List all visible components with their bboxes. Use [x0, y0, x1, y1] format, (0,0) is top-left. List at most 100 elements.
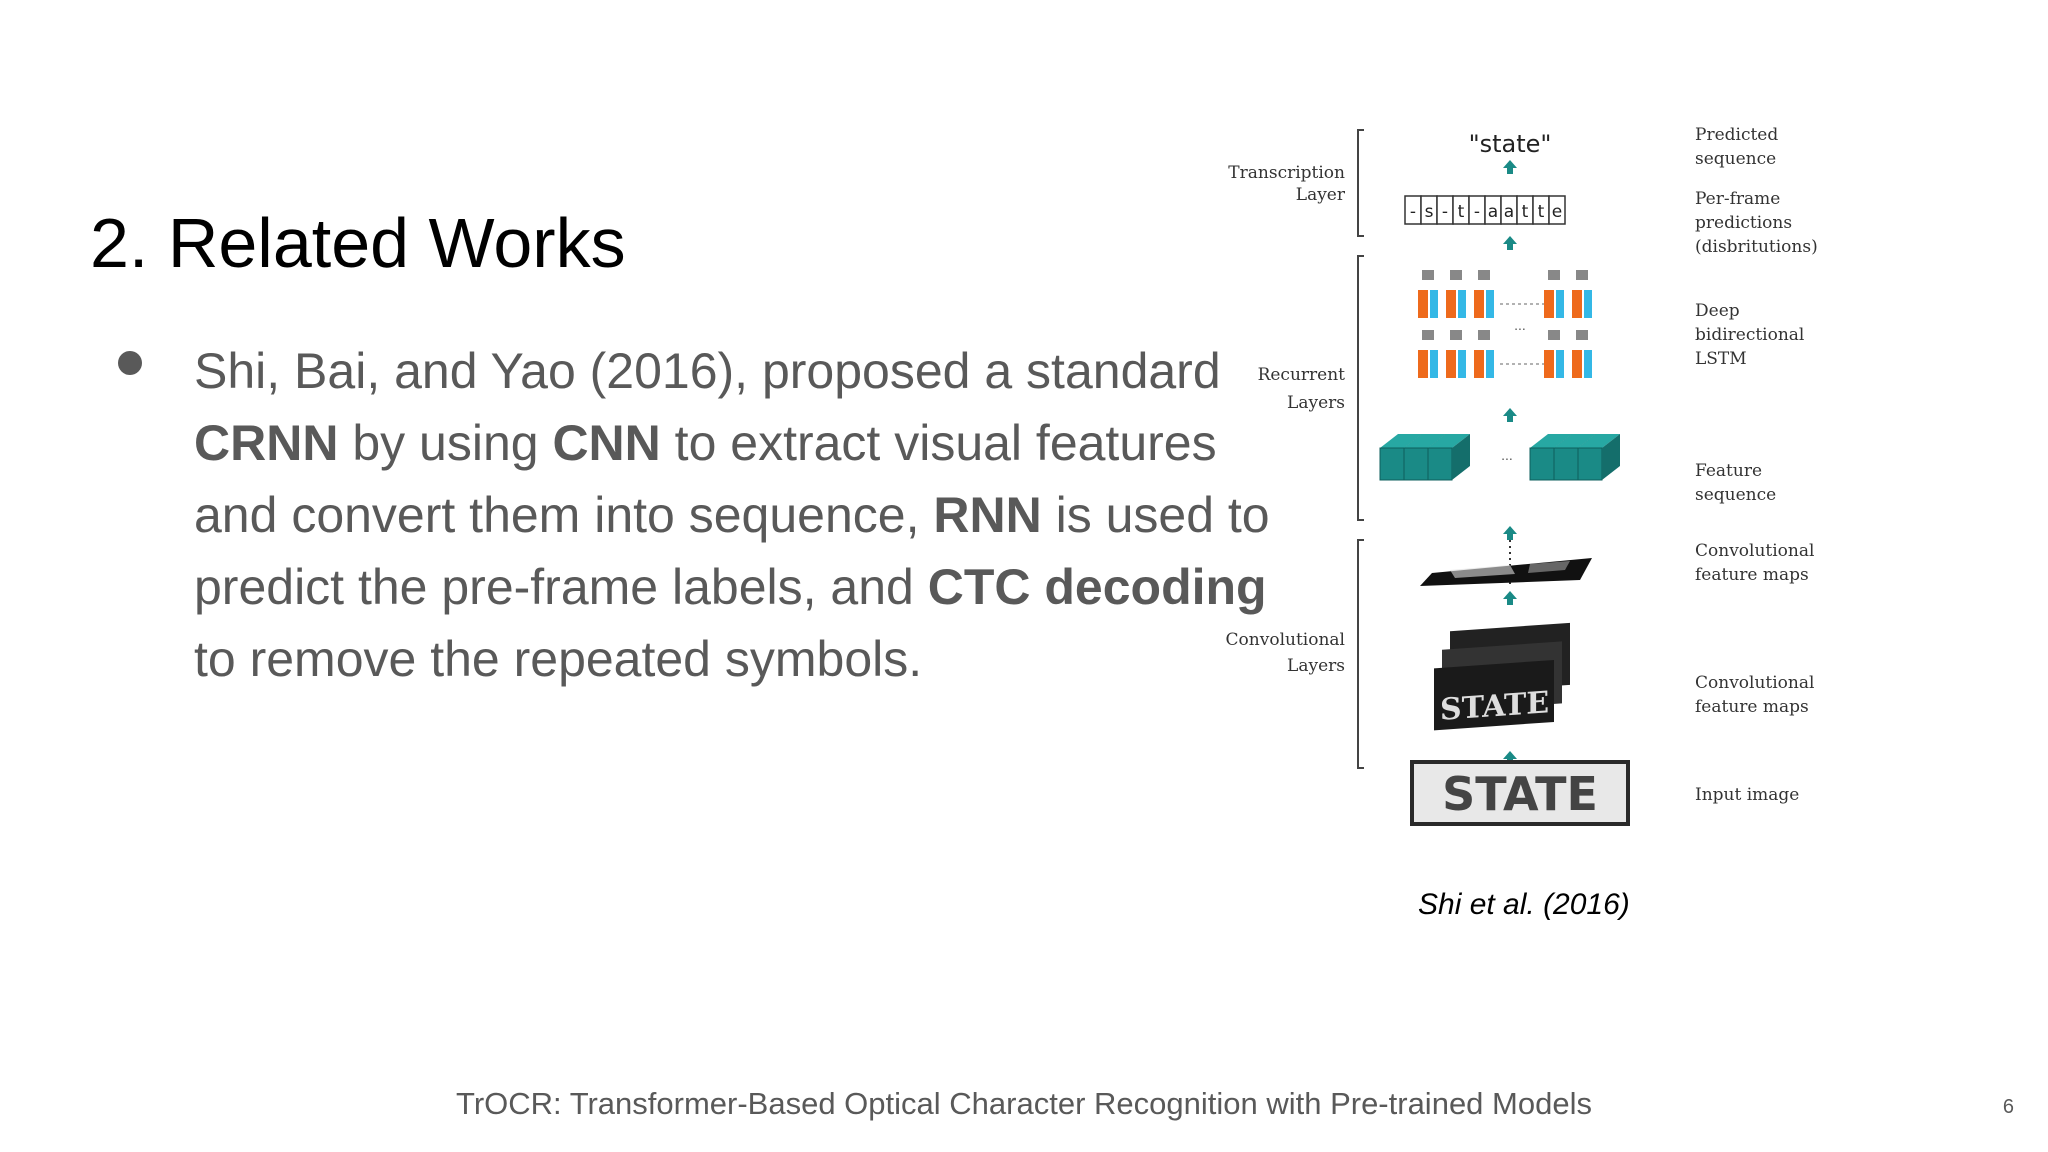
per-frame-char: a — [1488, 202, 1498, 222]
lstm-backward-cell — [1556, 290, 1564, 318]
lstm-output-square — [1548, 270, 1560, 280]
feature-block-top — [1530, 434, 1572, 448]
per-frame-char: t — [1538, 202, 1545, 222]
label-convolutional-1: Convolutional — [1226, 630, 1345, 650]
feature-block-face — [1553, 447, 1579, 481]
bullet-text-3: to extract visual features and convert t… — [194, 415, 1217, 543]
per-frame-char: t — [1458, 202, 1465, 222]
feature-block-face — [1427, 447, 1453, 481]
per-frame-char: - — [1410, 202, 1416, 222]
label-lstm-3: LSTM — [1695, 349, 1747, 369]
label-perframe-3: (disbritutions) — [1695, 237, 1818, 257]
per-frame-char: s — [1425, 202, 1434, 222]
lstm-output-square — [1548, 330, 1560, 340]
label-perframe-2: predictions — [1695, 213, 1792, 233]
label-conv-maps-2a: Convolutional — [1695, 673, 1814, 693]
flow-arrows — [1503, 160, 1517, 765]
flow-arrow — [1503, 236, 1517, 250]
flow-arrow — [1503, 408, 1517, 422]
slide-title: 2. Related Works — [90, 204, 626, 282]
lstm-forward-cell — [1474, 350, 1484, 378]
lstm-backward-cell — [1556, 350, 1564, 378]
lstm-forward-cell — [1418, 290, 1428, 318]
per-frame-char: e — [1552, 202, 1562, 222]
lstm-forward-cell — [1544, 350, 1554, 378]
lstm-forward-cell — [1544, 290, 1554, 318]
feature-block-top — [1404, 434, 1446, 448]
lstm-backward-cell — [1430, 290, 1438, 318]
bullet-bold-rnn: RNN — [933, 487, 1042, 543]
input-image: STATE — [1410, 760, 1630, 826]
slide-footer: TrOCR: Transformer-Based Optical Charact… — [456, 1086, 1592, 1121]
lstm-output-square — [1478, 270, 1490, 280]
bullet-text-5: to remove the repeated symbols. — [194, 631, 923, 687]
label-predicted-1: Predicted — [1695, 125, 1778, 145]
flow-arrow — [1503, 591, 1517, 605]
lstm-output-square — [1450, 330, 1462, 340]
conv-feature-map-small — [1420, 558, 1592, 586]
lstm-forward-cell — [1446, 290, 1456, 318]
lstm-backward-cell — [1430, 350, 1438, 378]
feature-block-face — [1379, 447, 1405, 481]
figure-caption: Shi et al. (2016) — [1418, 888, 1630, 921]
lstm-backward-cell — [1486, 350, 1494, 378]
label-lstm-1: Deep — [1695, 301, 1740, 321]
feature-block-face — [1403, 447, 1429, 481]
lstm-output-square — [1422, 270, 1434, 280]
feature-block-side — [1602, 434, 1620, 480]
lstm-forward-cell — [1572, 290, 1582, 318]
input-image-text: STATE — [1442, 767, 1598, 821]
bracket-convolutional — [1357, 539, 1364, 769]
bracket-recurrent — [1357, 255, 1364, 521]
label-transcription-2: Layer — [1296, 185, 1346, 205]
feature-block-top — [1578, 434, 1620, 448]
feature-block-top — [1380, 434, 1422, 448]
feature-block-top — [1428, 434, 1470, 448]
lstm-output-square — [1450, 270, 1462, 280]
label-recurrent-2: Layers — [1287, 393, 1345, 413]
lstm-backward-cell — [1458, 350, 1466, 378]
lstm-output-square — [1576, 270, 1588, 280]
bullet-bold-ctc: CTC decoding — [927, 559, 1267, 615]
lstm-ellipsis: ... — [1514, 317, 1526, 333]
label-conv-maps-1a: Convolutional — [1695, 541, 1814, 561]
lstm-output-square — [1478, 330, 1490, 340]
flow-arrow — [1503, 160, 1517, 174]
per-frame-char: - — [1442, 202, 1448, 222]
label-lstm-2: bidirectional — [1695, 325, 1804, 345]
page-number: 6 — [2002, 1096, 2014, 1118]
svg-text:STATE: STATE — [1440, 685, 1549, 728]
lstm-grid: ... — [1418, 270, 1592, 378]
bullet-text: Shi, Bai, and Yao (2016), proposed a sta… — [194, 335, 1294, 695]
label-transcription-1: Transcription — [1228, 163, 1345, 183]
per-frame-char: a — [1504, 202, 1514, 222]
feature-block-top — [1554, 434, 1596, 448]
feature-block-face — [1577, 447, 1603, 481]
label-convolutional-2: Layers — [1287, 656, 1345, 676]
label-feature-seq-2: sequence — [1695, 485, 1776, 505]
per-frame-char: - — [1474, 202, 1480, 222]
bullet-text-1: Shi, Bai, and Yao (2016), proposed a sta… — [194, 343, 1221, 399]
label-feature-seq-1: Feature — [1695, 461, 1762, 481]
per-frame-char: t — [1522, 202, 1529, 222]
feature-block-side — [1452, 434, 1470, 480]
per-frame-box — [1548, 195, 1566, 225]
bullet-bold-cnn: CNN — [552, 415, 661, 471]
lstm-forward-cell — [1418, 350, 1428, 378]
feature-sequence: ... — [1379, 434, 1620, 481]
lstm-output-square — [1576, 330, 1588, 340]
label-input-image: Input image — [1695, 785, 1799, 805]
label-conv-maps-1b: feature maps — [1695, 565, 1809, 585]
bullet-dot — [118, 351, 142, 375]
crnn-architecture-figure: Transcription Layer Recurrent Layers Con… — [1226, 125, 1818, 826]
bracket-transcription — [1357, 129, 1364, 237]
bullet-text-2: by using — [338, 415, 553, 471]
feature-ellipsis: ... — [1501, 447, 1513, 463]
flow-arrow — [1503, 751, 1517, 765]
lstm-backward-cell — [1458, 290, 1466, 318]
lstm-forward-cell — [1446, 350, 1456, 378]
lstm-backward-cell — [1584, 290, 1592, 318]
lstm-backward-cell — [1584, 350, 1592, 378]
label-recurrent-1: Recurrent — [1258, 365, 1346, 385]
